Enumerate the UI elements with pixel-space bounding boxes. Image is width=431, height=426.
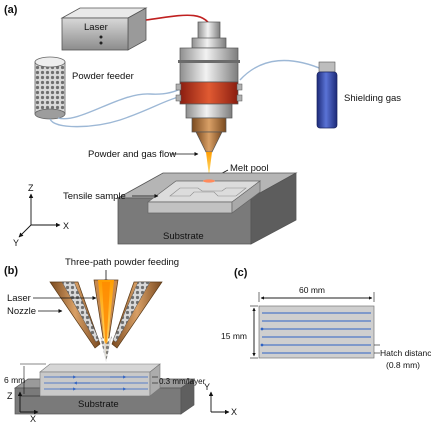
layer-label-b: 0.3 mm/layer [159,377,206,386]
axis-x-b: X [30,414,36,424]
axes-b-right: Y X [204,382,237,417]
coaxial-nozzle-assembly [175,21,243,179]
three-path-label: Three-path powder feeding [65,257,179,268]
height-label-c: 15 mm [221,331,247,341]
panel-b: (b) Three-path powder feeding Laser Nozz… [4,257,237,424]
height-dimension-b: 6 mm [4,363,46,397]
sample-plate-c [258,305,375,359]
panel-a: (a) Laser Powder feeder [4,4,401,248]
nozzle-cross-section [49,279,163,362]
laser-source: Laser [60,7,148,51]
axes-a: Z X Y [13,183,69,248]
powder-feeder-label: Powder feeder [72,71,134,82]
tensile-sample [146,179,262,214]
substrate-label-b: Substrate [78,399,119,410]
layer-dimension-b: 0.3 mm/layer [152,376,206,386]
powder-tube-2 [57,87,183,120]
panel-c: (c) 60 mm 15 mm Hatch distance (0.8 mm) [221,267,431,370]
hatch-label-c: Hatch distance [380,348,431,358]
axis-x-b-right: X [231,407,237,417]
axis-z-a: Z [28,183,34,193]
scan-lines-c [260,312,371,354]
substrate-label: Substrate [163,231,204,242]
axes-b-left: Z X [7,391,39,424]
height-label-b: 6 mm [4,375,25,385]
powder-gas-flow-label: Powder and gas flow [88,149,176,160]
width-label-c: 60 mm [299,285,325,295]
laser-label-b: Laser [7,293,31,304]
powder-feeder: Powder feeder [34,56,134,120]
panel-b-tag: (b) [4,265,18,277]
panel-c-tag: (c) [234,267,248,279]
axis-z-b: Z [7,391,13,401]
shielding-gas-label: Shielding gas [344,93,401,104]
deposit-b [39,363,161,397]
laser-label: Laser [84,22,108,33]
powder-tube-1 [49,95,183,128]
tensile-sample-label: Tensile sample [63,191,126,202]
axis-y-b: Y [204,382,210,392]
hatch-value-c: (0.8 mm) [386,360,420,370]
gas-tube [239,59,325,81]
nozzle-label-b: Nozzle [7,306,36,317]
shielding-gas-bottle: Shielding gas [316,61,401,129]
panel-a-tag: (a) [4,4,18,16]
melt-pool-label: Melt pool [230,163,269,174]
axis-x-a: X [63,221,69,231]
axis-y-a: Y [13,238,19,248]
